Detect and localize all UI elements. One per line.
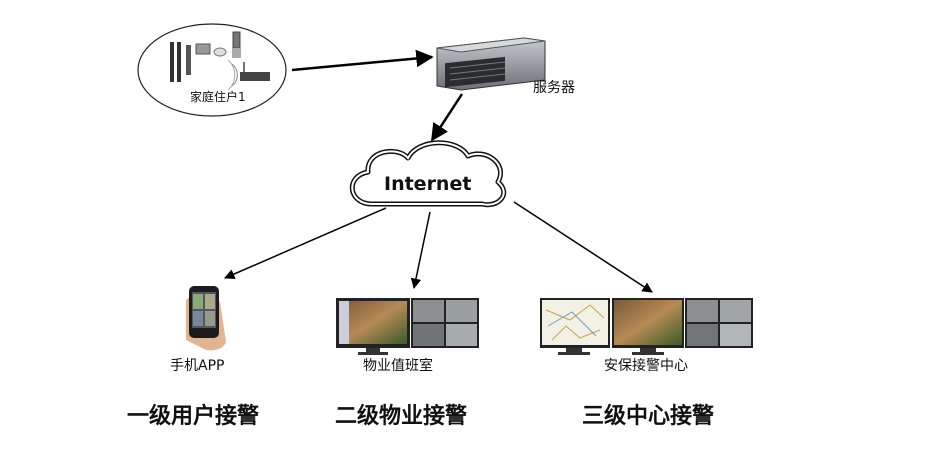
arrow-internet-to-app bbox=[224, 207, 387, 280]
arrow-household-to-server bbox=[291, 49, 434, 72]
server-label: 服务器 bbox=[533, 80, 575, 96]
arrow-internet-to-property bbox=[410, 211, 431, 290]
arrow-server-to-internet bbox=[430, 93, 464, 142]
level3-caption: 三级中心接警 bbox=[582, 403, 714, 429]
property-room-label: 物业值班室 bbox=[363, 357, 433, 374]
gateway-icon bbox=[227, 59, 270, 91]
detector-icons bbox=[195, 31, 241, 58]
server-node: 服务器 bbox=[436, 37, 575, 96]
mobile-phone-icon bbox=[186, 286, 226, 351]
arrow-internet-to-center bbox=[513, 201, 653, 293]
internet-cloud: Internet bbox=[349, 140, 507, 208]
household-label: 家庭住户1 bbox=[190, 89, 246, 104]
drive-bays-icon bbox=[449, 61, 506, 81]
mobile-app-label: 手机APP bbox=[170, 358, 224, 374]
household-node: 家庭住户1 bbox=[137, 23, 287, 117]
level2-caption: 二级物业接警 bbox=[335, 403, 467, 429]
level1-caption: 一级用户接警 bbox=[127, 403, 259, 429]
sensor-bars-icon bbox=[170, 42, 191, 82]
internet-label: Internet bbox=[384, 173, 471, 195]
property-monitors-icon bbox=[336, 298, 479, 355]
security-center-label: 安保接警中心 bbox=[604, 357, 688, 374]
security-center-monitors-icon bbox=[540, 298, 753, 355]
